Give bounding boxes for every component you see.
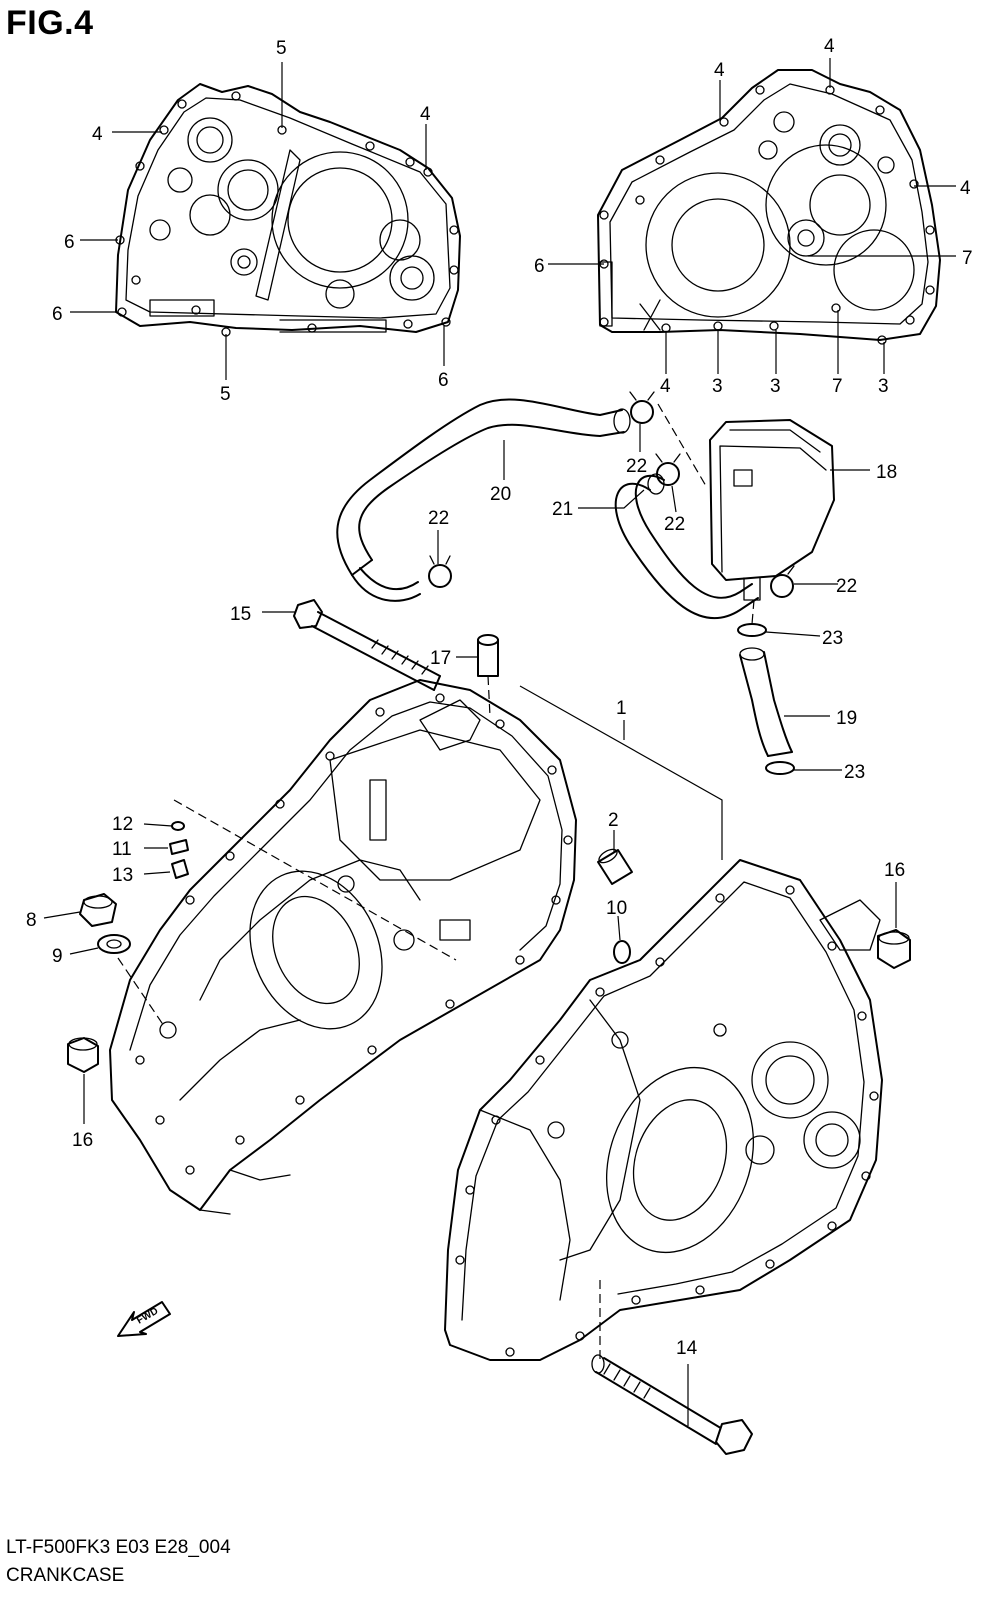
small-parts-11-12-13: [169, 821, 189, 879]
callout-labels: 4 5 4 6 6 5 6 4 4 4 6 7 4 3 3 7 3 20 22 …: [26, 36, 973, 1359]
breather-separator-18: [709, 419, 835, 601]
callout-6: 6: [52, 304, 63, 325]
callout-15: 15: [230, 604, 251, 625]
crankcase-right-half: [444, 859, 883, 1361]
callout-10: 10: [606, 898, 627, 919]
callout-6: 6: [64, 232, 75, 253]
callout-16: 16: [72, 1130, 93, 1151]
crankcase-left-half: [109, 679, 577, 1215]
callout-23: 23: [844, 762, 865, 783]
callout-6: 6: [438, 370, 449, 391]
callout-19: 19: [836, 708, 857, 729]
gasket-9: [97, 934, 131, 954]
callout-17: 17: [430, 648, 451, 669]
oil-drain-plug-8: [79, 893, 117, 927]
callout-3: 3: [878, 376, 889, 397]
callout-4: 4: [660, 376, 671, 397]
callout-4: 4: [960, 178, 971, 199]
callout-16: 16: [884, 860, 905, 881]
breather-hose-19: [739, 647, 793, 757]
callout-22: 22: [626, 456, 647, 477]
crankcase-bolt-15: [293, 599, 441, 691]
callout-14: 14: [676, 1338, 698, 1359]
o-ring-10: [613, 940, 631, 964]
callout-22: 22: [836, 576, 857, 597]
leader-lines: [43, 58, 956, 1426]
callout-21: 21: [552, 499, 573, 520]
callout-4: 4: [420, 104, 431, 125]
callout-6: 6: [534, 256, 545, 277]
callout-8: 8: [26, 910, 37, 931]
callout-1: 1: [616, 698, 627, 719]
callout-3: 3: [712, 376, 723, 397]
callout-12: 12: [112, 814, 133, 835]
nut-16-right: [877, 929, 911, 969]
right-crankcase-half-outer-view: [597, 69, 941, 345]
callout-11: 11: [112, 839, 132, 860]
callout-18: 18: [876, 462, 897, 483]
callout-23: 23: [822, 628, 843, 649]
left-crankcase-half-inner-view: [115, 83, 461, 337]
callout-5: 5: [276, 38, 287, 59]
callout-4: 4: [92, 124, 103, 145]
callout-3: 3: [770, 376, 781, 397]
dowel-pin-2: [597, 848, 633, 885]
callout-4: 4: [824, 36, 835, 57]
callout-13: 13: [112, 865, 133, 886]
dowel-pin-17: [477, 634, 499, 677]
section-name: CRANKCASE: [6, 1565, 125, 1586]
o-ring-23: [737, 623, 795, 775]
callout-7: 7: [962, 248, 973, 269]
callout-9: 9: [52, 946, 63, 967]
dashed-assembly-lines: [117, 403, 755, 1360]
callout-22: 22: [664, 514, 685, 535]
figure-title: FIG.4: [6, 4, 94, 42]
callout-20: 20: [490, 484, 511, 505]
crankcase-bolt-14: [591, 1354, 753, 1455]
callout-7: 7: [832, 376, 843, 397]
callout-22: 22: [428, 508, 449, 529]
fwd-direction-arrow: FWD: [117, 1301, 171, 1337]
breather-hose-21: [614, 473, 759, 620]
breather-hose-20: [336, 398, 631, 602]
callout-2: 2: [608, 810, 619, 831]
nut-16-left: [67, 1037, 99, 1073]
model-code: LT-F500FK3 E03 E28_004: [6, 1537, 231, 1558]
callout-4: 4: [714, 60, 725, 81]
callout-5: 5: [220, 384, 231, 405]
